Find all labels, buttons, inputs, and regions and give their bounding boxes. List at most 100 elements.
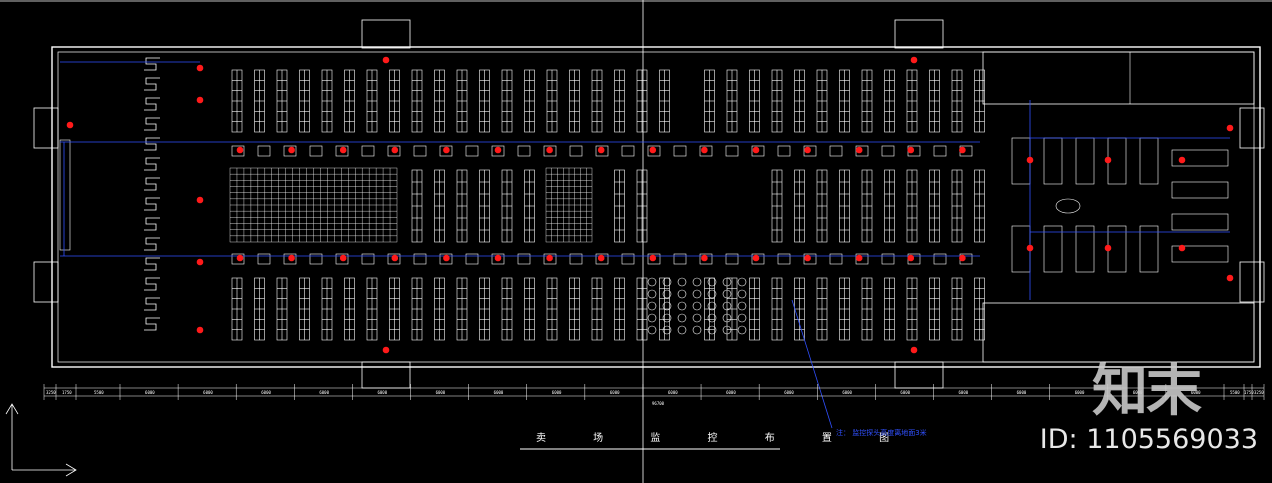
- shelf-row-top: [816, 69, 828, 133]
- end-cap-bottom: [309, 253, 323, 265]
- shelf-row-top: [456, 69, 468, 133]
- dimension-label: 6000: [1133, 390, 1143, 395]
- total-dimension-label: 96700: [652, 401, 665, 406]
- dimension-label: 6000: [610, 390, 620, 395]
- shelf-row-middle: [411, 169, 423, 243]
- camera-markers: [66, 56, 1234, 354]
- shelf-row-top: [276, 69, 288, 133]
- shelf-row-top: [254, 69, 265, 133]
- end-cap-bottom: [569, 253, 583, 265]
- shelf-row-bottom: [321, 277, 333, 341]
- surveillance-camera: [701, 146, 708, 154]
- surveillance-camera: [752, 146, 760, 154]
- freezer-case: [1043, 225, 1063, 273]
- surveillance-camera: [494, 254, 502, 262]
- left-corridor: [59, 139, 71, 251]
- storage-rooms: [982, 302, 1255, 363]
- round-display-table: [692, 289, 702, 299]
- shelf-row-bottom: [659, 277, 670, 341]
- dimension-label: 6000: [726, 390, 736, 395]
- shelf-row-bottom: [906, 277, 918, 341]
- shelf-row-middle: [501, 169, 513, 243]
- shelf-row-bottom: [816, 277, 828, 341]
- shelf-row-top: [794, 69, 805, 133]
- shelf-row-top: [591, 69, 603, 133]
- end-cap-bottom: [491, 253, 505, 265]
- shelf-row-middle: [794, 169, 805, 243]
- end-cap-top: [595, 145, 609, 157]
- camera-cabling: [60, 61, 1230, 429]
- dimension-label: 6000: [436, 390, 446, 395]
- building-outline: [33, 19, 1265, 389]
- end-cap-bottom: [257, 253, 271, 265]
- end-cap-bottom: [699, 253, 713, 265]
- surveillance-camera: [196, 196, 204, 204]
- checkout-lane: [144, 257, 160, 271]
- round-display-table: [662, 301, 672, 311]
- checkout-lane: [144, 97, 160, 111]
- surveillance-camera: [391, 146, 399, 154]
- end-cap-top: [803, 145, 817, 157]
- round-display-table: [647, 325, 657, 335]
- shelf-row-top: [389, 69, 400, 133]
- end-cap-bottom: [231, 253, 245, 265]
- end-cap-top: [335, 145, 349, 157]
- shelf-row-bottom: [591, 277, 603, 341]
- round-display-table: [692, 277, 702, 287]
- shelf-row-top: [974, 69, 985, 133]
- round-display-table: [692, 325, 702, 335]
- shelf-row-middle: [816, 169, 828, 243]
- checkout-lane: [144, 277, 160, 291]
- round-display-table: [677, 325, 687, 335]
- checkout-lane: [144, 237, 160, 251]
- shelf-row-top: [906, 69, 918, 133]
- shelf-row-top: [546, 69, 558, 133]
- shelf-row-top: [321, 69, 333, 133]
- shelf-row-top: [569, 69, 580, 133]
- end-cap-bottom: [621, 253, 635, 265]
- end-cap-bottom: [881, 253, 895, 265]
- shelf-row-middle: [614, 169, 625, 243]
- end-cap-top: [439, 145, 453, 157]
- checkout-lane: [144, 117, 160, 131]
- dimension-label: 6000: [552, 390, 562, 395]
- surveillance-camera: [649, 146, 657, 154]
- shelf-row-bottom: [771, 277, 783, 341]
- end-cap-bottom: [725, 253, 739, 265]
- round-display-table: [677, 313, 687, 323]
- shelf-row-middle: [839, 169, 850, 243]
- shelf-row-middle: [929, 169, 940, 243]
- surveillance-camera: [546, 146, 553, 154]
- round-display-table: [692, 301, 702, 311]
- end-cap-bottom: [751, 253, 765, 265]
- end-cap-top: [751, 145, 765, 157]
- shelf-row-bottom: [411, 277, 423, 341]
- shelf-row-top: [771, 69, 783, 133]
- checkout-lane: [144, 137, 160, 151]
- end-cap-top: [309, 145, 323, 157]
- round-display-table: [707, 325, 717, 335]
- shelf-row-bottom: [479, 277, 490, 341]
- shelf-row-middle: [479, 169, 490, 243]
- surveillance-camera: [959, 146, 966, 154]
- dimension-label: 6000: [1075, 390, 1085, 395]
- surveillance-camera: [907, 146, 915, 154]
- dimension-label: 6000: [377, 390, 387, 395]
- freezer-case: [1075, 137, 1095, 185]
- checkout-lane: [144, 157, 160, 171]
- end-cap-top: [361, 145, 375, 157]
- dimension-label: 6000: [900, 390, 910, 395]
- shelf-row-top: [299, 69, 310, 133]
- shelf-row-top: [636, 69, 648, 133]
- surveillance-camera: [391, 254, 399, 262]
- end-cap-bottom: [465, 253, 479, 265]
- shelf-row-bottom: [614, 277, 625, 341]
- shelf-row-bottom: [861, 277, 873, 341]
- end-cap-top: [621, 145, 635, 157]
- end-cap-bottom: [517, 253, 531, 265]
- surveillance-camera: [1226, 124, 1234, 132]
- shelf-row-top: [839, 69, 850, 133]
- round-display-table: [677, 301, 687, 311]
- counter-case: [1171, 149, 1229, 167]
